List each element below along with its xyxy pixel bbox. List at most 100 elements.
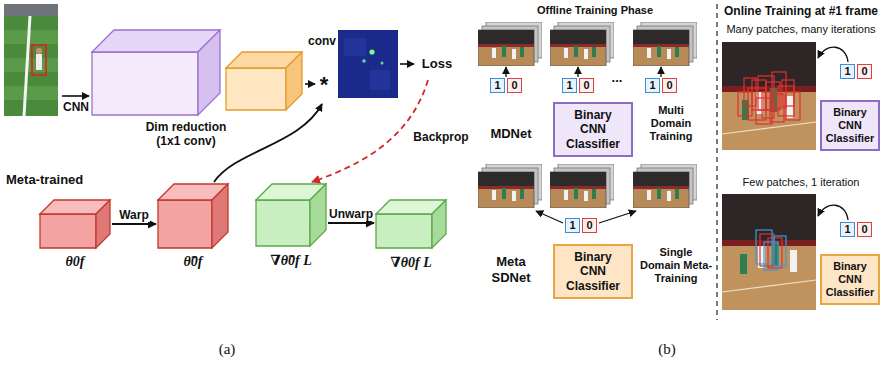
map-peak (362, 59, 366, 63)
field-stripe (4, 30, 58, 44)
class-digit: 1 (566, 219, 579, 231)
crowd (722, 194, 816, 240)
class-digit: 0 (580, 79, 593, 91)
ellipsis: ... (602, 70, 632, 86)
classifier-text: Binary CNN Classifier (824, 106, 876, 145)
field-stripe (4, 58, 58, 72)
cuboid-face (310, 184, 326, 246)
class-label-box: 0 (507, 78, 522, 93)
patch (748, 88, 766, 120)
backprop-label: Backprop (410, 130, 472, 144)
field-line (24, 16, 30, 116)
edge-label: Warp (118, 208, 150, 222)
court-line (722, 280, 816, 292)
patch (786, 92, 800, 120)
classifier-text: Binary CNN Classifier (824, 260, 876, 299)
target-box (32, 45, 46, 75)
label-arrow (577, 67, 578, 77)
stands (4, 4, 58, 16)
training-note: Single Domain Meta-Training (638, 246, 714, 286)
class-digit: 0 (858, 65, 871, 77)
cuboid-outline (256, 184, 326, 246)
classifier-text: Binary CNN Classifier (561, 108, 625, 151)
parameter-cuboid: θ0f (40, 200, 110, 248)
cuboid-face (158, 200, 212, 248)
cuboid-face (92, 52, 198, 115)
video-frames (633, 164, 697, 208)
cuboid-face (256, 200, 310, 246)
class-label-box: 1 (645, 78, 660, 93)
map-peak (381, 62, 384, 65)
phase-heading: Online Training at #1 frame (719, 4, 883, 18)
loss-label: Loss (416, 56, 458, 72)
filter-arrow (214, 104, 322, 182)
class-label-box: 0 (579, 78, 594, 93)
phase-heading: Offline Training Phase (520, 4, 670, 17)
edge-label: Unwarp (328, 207, 374, 221)
field (4, 4, 58, 116)
loss-arrow (400, 63, 414, 65)
patch (782, 80, 794, 106)
class-label-box: 1 (490, 78, 505, 93)
label-arrow (505, 67, 506, 77)
class-label-box: 0 (662, 78, 677, 93)
class-label-box: 0 (857, 64, 872, 79)
class-digit: 1 (563, 79, 576, 91)
label-arrow (599, 211, 636, 223)
basketball-frame (722, 194, 816, 310)
subfigure-label: (b) (652, 340, 682, 358)
method-name: MDNet (478, 126, 544, 142)
video-frames (478, 22, 542, 66)
parameter-symbol: θ0f (66, 254, 85, 270)
conv-input-arrow (305, 83, 315, 85)
court (722, 42, 816, 150)
class-label-box: 1 (840, 64, 855, 79)
cuboid-face (286, 52, 302, 110)
label-arrow (536, 211, 563, 223)
class-label-box: 1 (565, 218, 580, 233)
sample-patches (756, 230, 786, 270)
class-label-box: 1 (562, 78, 577, 93)
parameter-symbol: ∇θ0f L (390, 254, 432, 271)
parameter-cuboid: ∇θ0f L (376, 200, 446, 248)
connector-group (112, 223, 374, 224)
map-texture (344, 38, 366, 56)
cnn-arrow (62, 95, 89, 97)
classifier-box: Binary CNN Classifier (820, 254, 880, 305)
response-map (338, 30, 398, 98)
parameter-symbol: ∇θ̃0f L (270, 252, 312, 269)
player (786, 96, 793, 118)
cuboid-face (226, 68, 286, 110)
class-label-box: 0 (857, 222, 872, 237)
video-frames (550, 22, 614, 66)
label-arrow (660, 67, 661, 77)
player (740, 254, 747, 274)
class-digit: 0 (508, 79, 521, 91)
transform-arrow (328, 222, 374, 224)
player (790, 250, 797, 272)
video-frames (550, 164, 614, 208)
classifier-box: Binary CNN Classifier (553, 102, 633, 157)
feature-cuboid (92, 30, 220, 115)
stage-label: Dim reduction (1x1 conv) (140, 120, 232, 149)
phase-separator (716, 4, 717, 320)
classifier-text: Binary CNN Classifier (561, 250, 625, 293)
online-note: Few patches, 1 iteration (719, 176, 883, 189)
player (36, 54, 42, 70)
map-texture (370, 70, 390, 90)
soccer-frame (4, 4, 58, 116)
class-digit: 1 (646, 79, 659, 91)
class-label-box: 0 (582, 218, 597, 233)
backprop-arrow (312, 80, 428, 182)
parameter-cuboid: θ̃0f (158, 184, 228, 248)
operator-label: conv (304, 34, 340, 48)
video-frames (633, 22, 697, 66)
crowd (722, 42, 816, 86)
video-frames (478, 164, 542, 208)
class-digit: 0 (663, 79, 676, 91)
player-head (36, 48, 42, 54)
subfigure-label: (a) (212, 340, 242, 358)
conv-symbol: * (316, 74, 332, 96)
class-digit: 1 (841, 65, 854, 77)
